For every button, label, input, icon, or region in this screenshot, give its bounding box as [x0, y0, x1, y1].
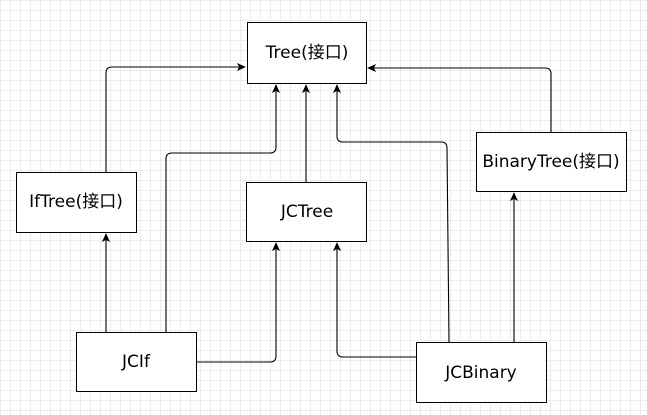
- edge-iftree-to-tree: [105, 62, 246, 172]
- node-jcbinary[interactable]: JCBinary: [416, 342, 547, 403]
- node-jcif-box: [76, 332, 197, 392]
- node-jcbinary-box: [416, 342, 547, 403]
- edge-binarytree-to-tree: [367, 63, 552, 132]
- edge-jcbinary-to-jctree: [332, 242, 416, 358]
- node-iftree[interactable]: IfTree(接口): [16, 172, 137, 233]
- node-iftree-box: [16, 172, 137, 233]
- node-jcif-label: JCIf: [121, 352, 151, 372]
- node-tree-box: [247, 22, 367, 84]
- node-iftree-label: IfTree(接口): [29, 192, 123, 212]
- node-jcif[interactable]: JCIf: [76, 332, 197, 392]
- node-jctree[interactable]: JCTree: [246, 182, 367, 242]
- node-jctree-label: JCTree: [280, 202, 333, 222]
- node-jcbinary-label: JCBinary: [444, 363, 517, 383]
- edge-jcif-to-jctree: [196, 242, 281, 363]
- node-tree[interactable]: Tree(接口): [247, 22, 367, 84]
- edge-jcbinary-to-tree: [332, 84, 450, 343]
- edges: [101, 62, 552, 363]
- node-binarytree[interactable]: BinaryTree(接口): [476, 132, 627, 192]
- edge-jcif-to-tree: [165, 84, 281, 332]
- node-binarytree-box: [476, 132, 627, 192]
- node-tree-label: Tree(接口): [265, 43, 349, 63]
- node-binarytree-label: BinaryTree(接口): [482, 152, 619, 172]
- node-jctree-box: [246, 182, 367, 242]
